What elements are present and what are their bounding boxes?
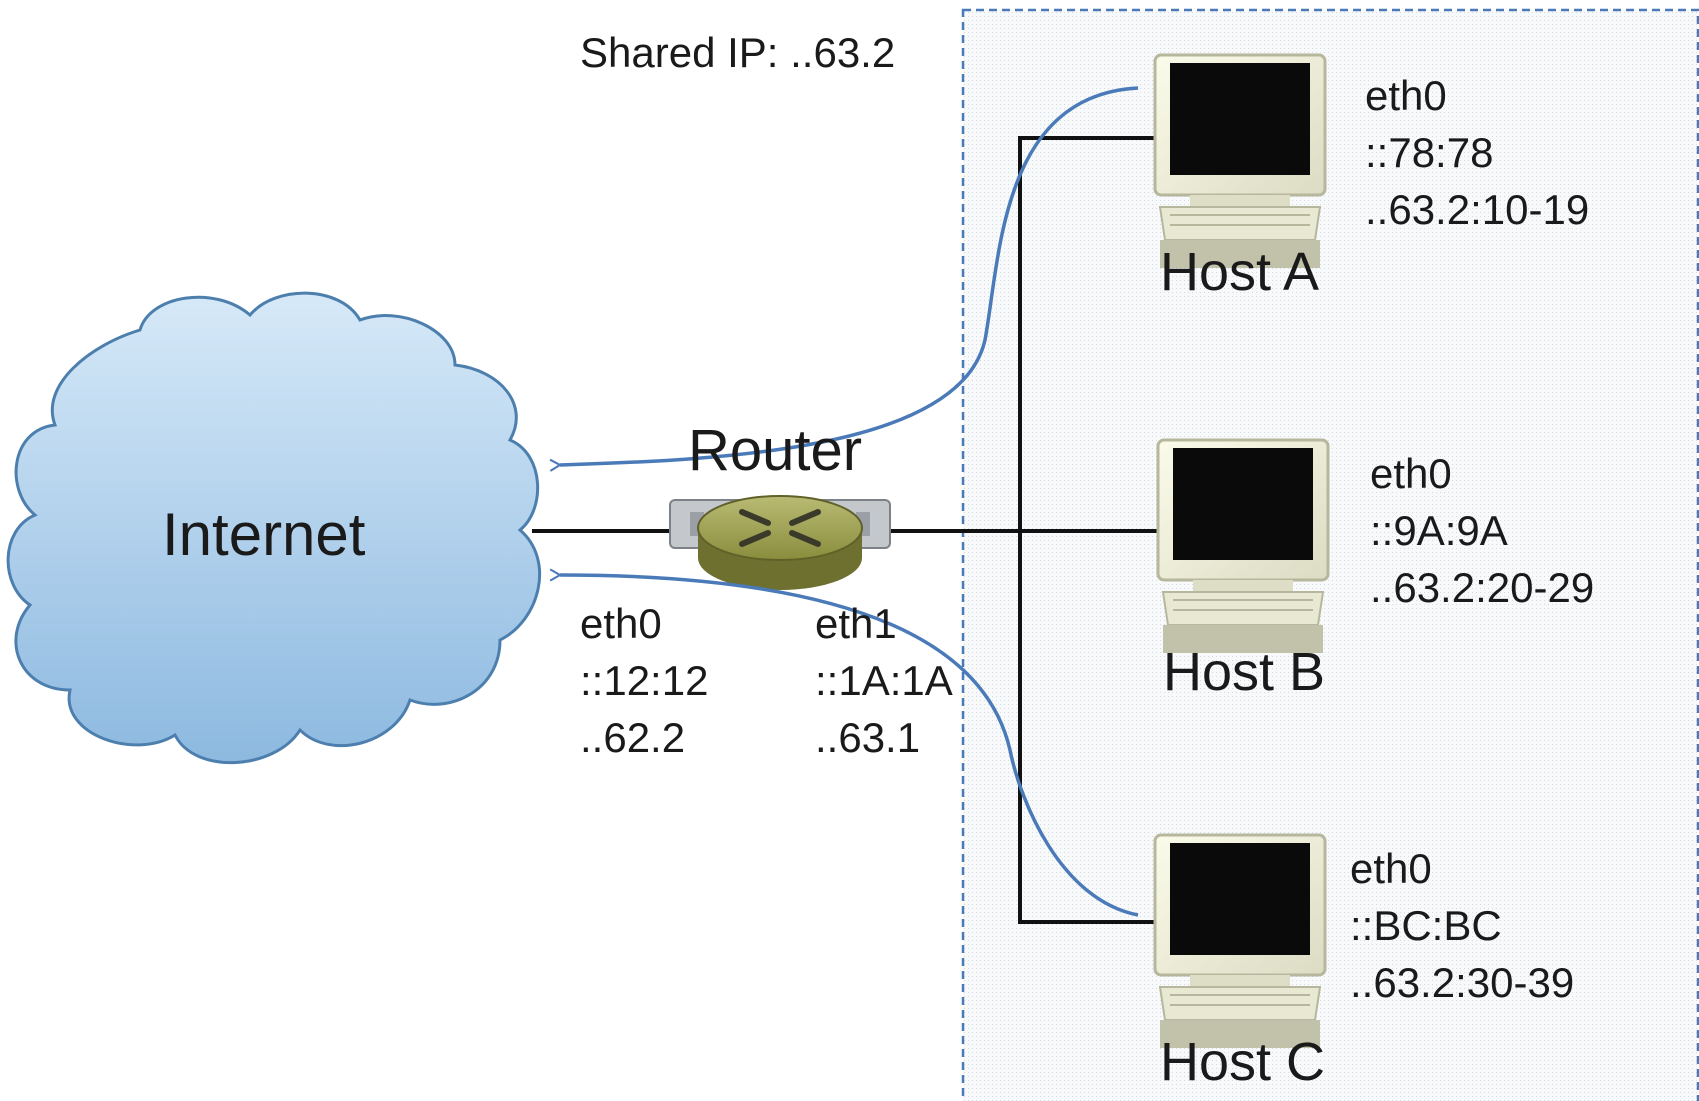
host-b-mac: ::9A:9A xyxy=(1370,507,1508,554)
router-eth1-info: eth1 ::1A:1A ..63.1 xyxy=(815,595,953,766)
host-b-label: Host B xyxy=(1163,642,1326,702)
host-c-interface-info: eth0 ::BC:BC ..63.2:30-39 xyxy=(1350,840,1574,1011)
cloud-icon xyxy=(6,291,542,764)
router-eth0-ip: ..62.2 xyxy=(580,714,686,761)
router-eth1-name: eth1 xyxy=(815,600,897,647)
host-c-ip: ..63.2:30-39 xyxy=(1350,959,1575,1006)
host-a-computer-icon xyxy=(1153,53,1327,268)
router-eth0-name: eth0 xyxy=(580,600,662,647)
host-c-mac: ::BC:BC xyxy=(1350,902,1502,949)
host-b-computer-icon xyxy=(1156,438,1330,653)
router-label: Router xyxy=(688,418,863,483)
host-a-ip: ..63.2:10-19 xyxy=(1365,186,1590,233)
router-icon xyxy=(669,495,891,590)
router-eth0-info: eth0 ::12:12 ..62.2 xyxy=(580,595,708,766)
host-b-eth-name: eth0 xyxy=(1370,450,1452,497)
host-c-label: Host C xyxy=(1160,1032,1326,1092)
host-c-eth-name: eth0 xyxy=(1350,845,1432,892)
router-eth1-ip: ..63.1 xyxy=(815,714,921,761)
internet-label: Internet xyxy=(162,501,366,568)
wire-lan-backbone xyxy=(1018,136,1160,924)
flow-arrow-host-a-to-internet xyxy=(549,86,1139,472)
lan-region xyxy=(961,8,1699,1101)
host-a-label: Host A xyxy=(1160,242,1320,302)
host-a-interface-info: eth0 ::78:78 ..63.2:10-19 xyxy=(1365,67,1589,238)
host-a-eth-name: eth0 xyxy=(1365,72,1447,119)
host-a-mac: ::78:78 xyxy=(1365,129,1494,176)
router-eth0-mac: ::12:12 xyxy=(580,657,709,704)
router-eth1-mac: ::1A:1A xyxy=(815,657,953,704)
host-b-interface-info: eth0 ::9A:9A ..63.2:20-29 xyxy=(1370,445,1594,616)
network-wires xyxy=(532,136,1160,924)
flow-arrow-host-c-to-internet xyxy=(549,568,1139,917)
shared-ip-label: Shared IP: ..63.2 xyxy=(580,29,896,76)
host-b-ip: ..63.2:20-29 xyxy=(1370,564,1595,611)
host-c-computer-icon xyxy=(1153,833,1327,1048)
